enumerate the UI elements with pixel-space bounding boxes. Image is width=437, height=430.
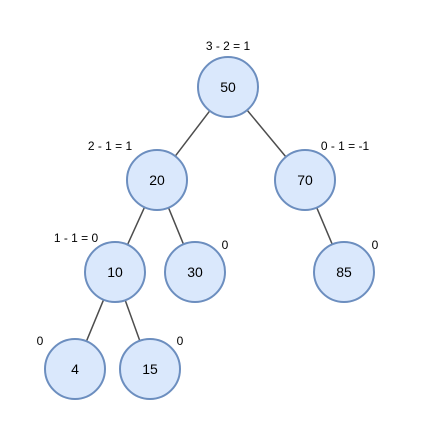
edge-n20-n30	[167, 207, 185, 245]
balance-factor-label-4: 0	[37, 334, 44, 348]
tree-node-70: 70	[274, 149, 336, 211]
edge-n70-n85	[316, 207, 333, 245]
node-circle	[44, 338, 106, 400]
node-value: 20	[149, 172, 165, 188]
nodes-layer: 50 20 70 10 30 85 4 15	[44, 56, 375, 400]
node-circle	[84, 241, 146, 303]
edge-n50-n70	[246, 109, 287, 158]
balance-factor-label-15: 0	[177, 334, 184, 348]
node-circle	[119, 338, 181, 400]
node-value: 50	[220, 79, 236, 95]
node-value: 10	[107, 264, 123, 280]
balance-factor-label-85: 0	[372, 238, 379, 252]
node-value: 4	[71, 361, 79, 377]
node-circle	[164, 241, 226, 303]
node-circle	[274, 149, 336, 211]
node-value: 30	[187, 264, 203, 280]
tree-node-4: 4	[44, 338, 106, 400]
edge-n20-n10	[126, 206, 146, 246]
node-value: 70	[297, 172, 313, 188]
tree-node-15: 15	[119, 338, 181, 400]
edges-layer	[85, 109, 333, 342]
tree-node-20: 20	[126, 149, 188, 211]
node-value: 15	[142, 361, 158, 377]
node-circle	[313, 241, 375, 303]
balance-factor-label-20: 2 - 1 = 1	[88, 139, 133, 153]
balance-factor-label-30: 0	[222, 238, 229, 252]
edge-n10-n4	[85, 299, 105, 342]
tree-node-10: 10	[84, 241, 146, 303]
node-circle	[197, 56, 259, 118]
node-circle	[126, 149, 188, 211]
balance-labels-layer: 3 - 2 = 1 2 - 1 = 1 0 - 1 = -1 1 - 1 = 0 0 0 0…	[37, 39, 379, 348]
tree-node-50: 50	[197, 56, 259, 118]
balance-factor-label-70: 0 - 1 = -1	[321, 139, 370, 153]
edge-n50-n20	[174, 110, 211, 157]
balance-factor-label-10: 1 - 1 = 0	[54, 231, 99, 245]
tree-node-85: 85	[313, 241, 375, 303]
node-value: 85	[336, 264, 352, 280]
edge-n10-n15	[124, 299, 141, 342]
tree-node-30: 30	[164, 241, 226, 303]
balance-factor-label-50: 3 - 2 = 1	[206, 39, 251, 53]
